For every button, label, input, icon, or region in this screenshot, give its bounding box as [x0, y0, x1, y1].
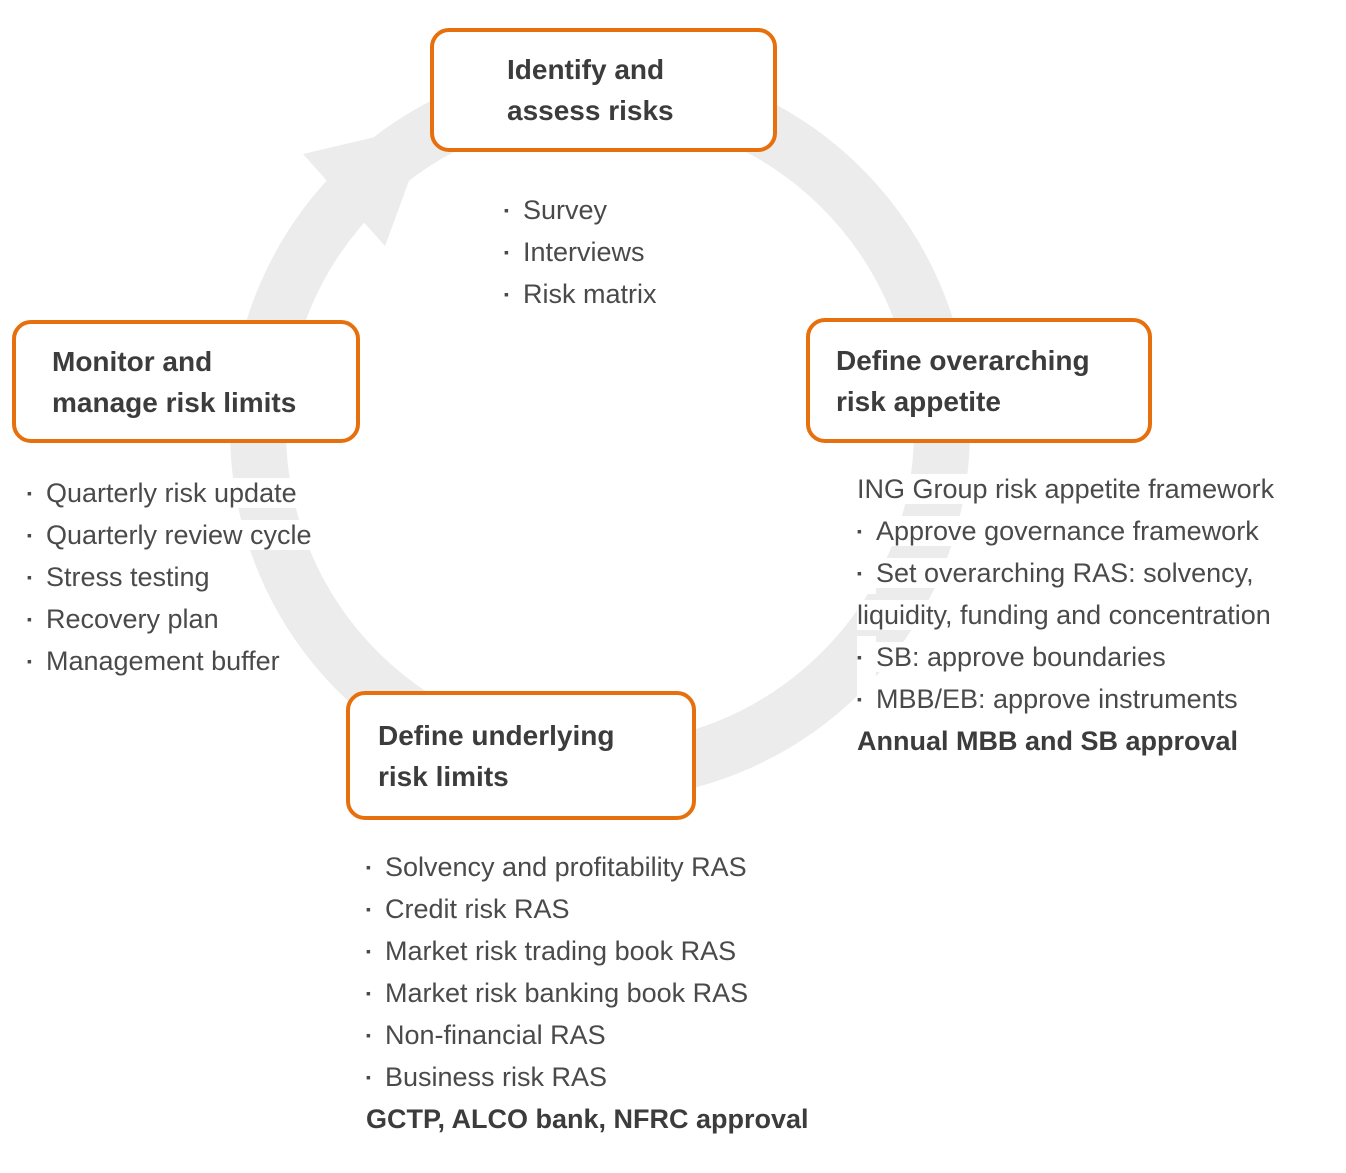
- list-item: ▪MBB/EB: approve instruments: [857, 678, 1279, 720]
- bullet-icon: ▪: [27, 640, 46, 682]
- item-text: Stress testing: [46, 562, 215, 592]
- item-text: Business risk RAS: [385, 1062, 613, 1092]
- list-item: ▪Credit risk RAS: [366, 888, 814, 930]
- item-text: Risk matrix: [523, 279, 662, 309]
- bullet-icon: ▪: [366, 1056, 385, 1098]
- list-item: GCTP, ALCO bank, NFRC approval: [366, 1098, 814, 1140]
- list-identify-risks: ▪Survey ▪Interviews ▪Risk matrix: [504, 189, 662, 315]
- bullet-icon: ▪: [27, 472, 46, 514]
- bullet-icon: ▪: [27, 598, 46, 640]
- item-text: Market risk trading book RAS: [385, 936, 742, 966]
- node-title-line: risk appetite: [836, 385, 1001, 417]
- node-box-monitor-risk-limits: Monitor and manage risk limits: [12, 320, 360, 443]
- bullet-icon: ▪: [504, 231, 523, 273]
- cycle-arrowhead-icon: [303, 124, 430, 246]
- node-box-underlying-risk-limits: Define underlying risk limits: [346, 691, 696, 820]
- list-item: ▪Market risk banking book RAS: [366, 972, 814, 1014]
- list-item: ▪Management buffer: [27, 640, 317, 682]
- list-underlying-risk-limits: ▪Solvency and profitability RAS ▪Credit …: [366, 846, 814, 1140]
- item-text: Approve governance framework: [876, 516, 1264, 546]
- item-text: Management buffer: [46, 646, 285, 676]
- list-item: ▪Stress testing: [27, 556, 317, 598]
- item-text: Set overarching RAS: solvency,: [876, 558, 1259, 588]
- node-title-line: manage risk limits: [52, 386, 297, 418]
- bullet-icon: ▪: [857, 678, 876, 720]
- list-item: ▪Business risk RAS: [366, 1056, 814, 1098]
- item-text: Credit risk RAS: [385, 894, 575, 924]
- node-title-line: Define overarching: [836, 344, 1090, 376]
- item-text: GCTP, ALCO bank, NFRC approval: [366, 1104, 814, 1134]
- item-text: Quarterly review cycle: [46, 520, 317, 550]
- bullet-icon: ▪: [857, 636, 876, 678]
- bullet-icon: ▪: [366, 1014, 385, 1056]
- node-box-overarching-risk-appetite: Define overarching risk appetite: [806, 318, 1152, 443]
- node-title-line: Define underlying: [378, 719, 615, 751]
- list-item: ▪Quarterly review cycle: [27, 514, 317, 556]
- node-title-line: Monitor and: [52, 345, 213, 377]
- node-title-line: risk limits: [378, 760, 509, 792]
- item-text: Solvency and profitability RAS: [385, 852, 752, 882]
- list-item: ▪Market risk trading book RAS: [366, 930, 814, 972]
- list-item: ▪Non-financial RAS: [366, 1014, 814, 1056]
- node-box-identify-risks: Identify and assess risks: [430, 28, 777, 152]
- bullet-icon: ▪: [366, 888, 385, 930]
- bullet-icon: ▪: [366, 846, 385, 888]
- bullet-icon: ▪: [27, 556, 46, 598]
- item-text: Quarterly risk update: [46, 478, 302, 508]
- bullet-icon: ▪: [504, 189, 523, 231]
- list-overarching-risk-appetite: ING Group risk appetite framework ▪Appro…: [857, 468, 1280, 762]
- bullet-icon: ▪: [27, 514, 46, 556]
- item-text: liquidity, funding and concentration: [857, 600, 1276, 630]
- list-item: ▪SB: approve boundaries: [857, 636, 1279, 678]
- list-item: ▪Set overarching RAS: solvency,: [857, 552, 1279, 594]
- list-item: ▪Recovery plan: [27, 598, 317, 640]
- list-item: ▪Quarterly risk update: [27, 472, 317, 514]
- list-item: ▪Survey: [504, 189, 662, 231]
- item-text: ING Group risk appetite framework: [857, 474, 1280, 504]
- list-item: ING Group risk appetite framework: [857, 468, 1280, 510]
- bullet-icon: ▪: [504, 273, 523, 315]
- node-title-line: Identify and: [507, 54, 665, 85]
- item-text: Annual MBB and SB approval: [857, 726, 1244, 756]
- list-item: ▪Interviews: [504, 231, 662, 273]
- item-text: Interviews: [523, 237, 650, 267]
- bullet-icon: ▪: [857, 552, 876, 594]
- item-text: Survey: [523, 195, 613, 225]
- item-text: Non-financial RAS: [385, 1020, 611, 1050]
- node-title-line: assess risks: [507, 95, 674, 126]
- item-text: Recovery plan: [46, 604, 224, 634]
- list-item: liquidity, funding and concentration: [857, 594, 1279, 636]
- list-item: Annual MBB and SB approval: [857, 720, 1279, 762]
- list-item: ▪Risk matrix: [504, 273, 662, 315]
- item-text: MBB/EB: approve instruments: [876, 684, 1243, 714]
- list-monitor-risk-limits: ▪Quarterly risk update ▪Quarterly review…: [27, 472, 317, 682]
- item-text: SB: approve boundaries: [876, 642, 1171, 672]
- bullet-icon: ▪: [366, 972, 385, 1014]
- list-item: ▪Solvency and profitability RAS: [366, 846, 814, 888]
- item-text: Market risk banking book RAS: [385, 978, 754, 1008]
- list-item: ▪Approve governance framework: [857, 510, 1279, 552]
- bullet-icon: ▪: [366, 930, 385, 972]
- bullet-icon: ▪: [857, 510, 876, 552]
